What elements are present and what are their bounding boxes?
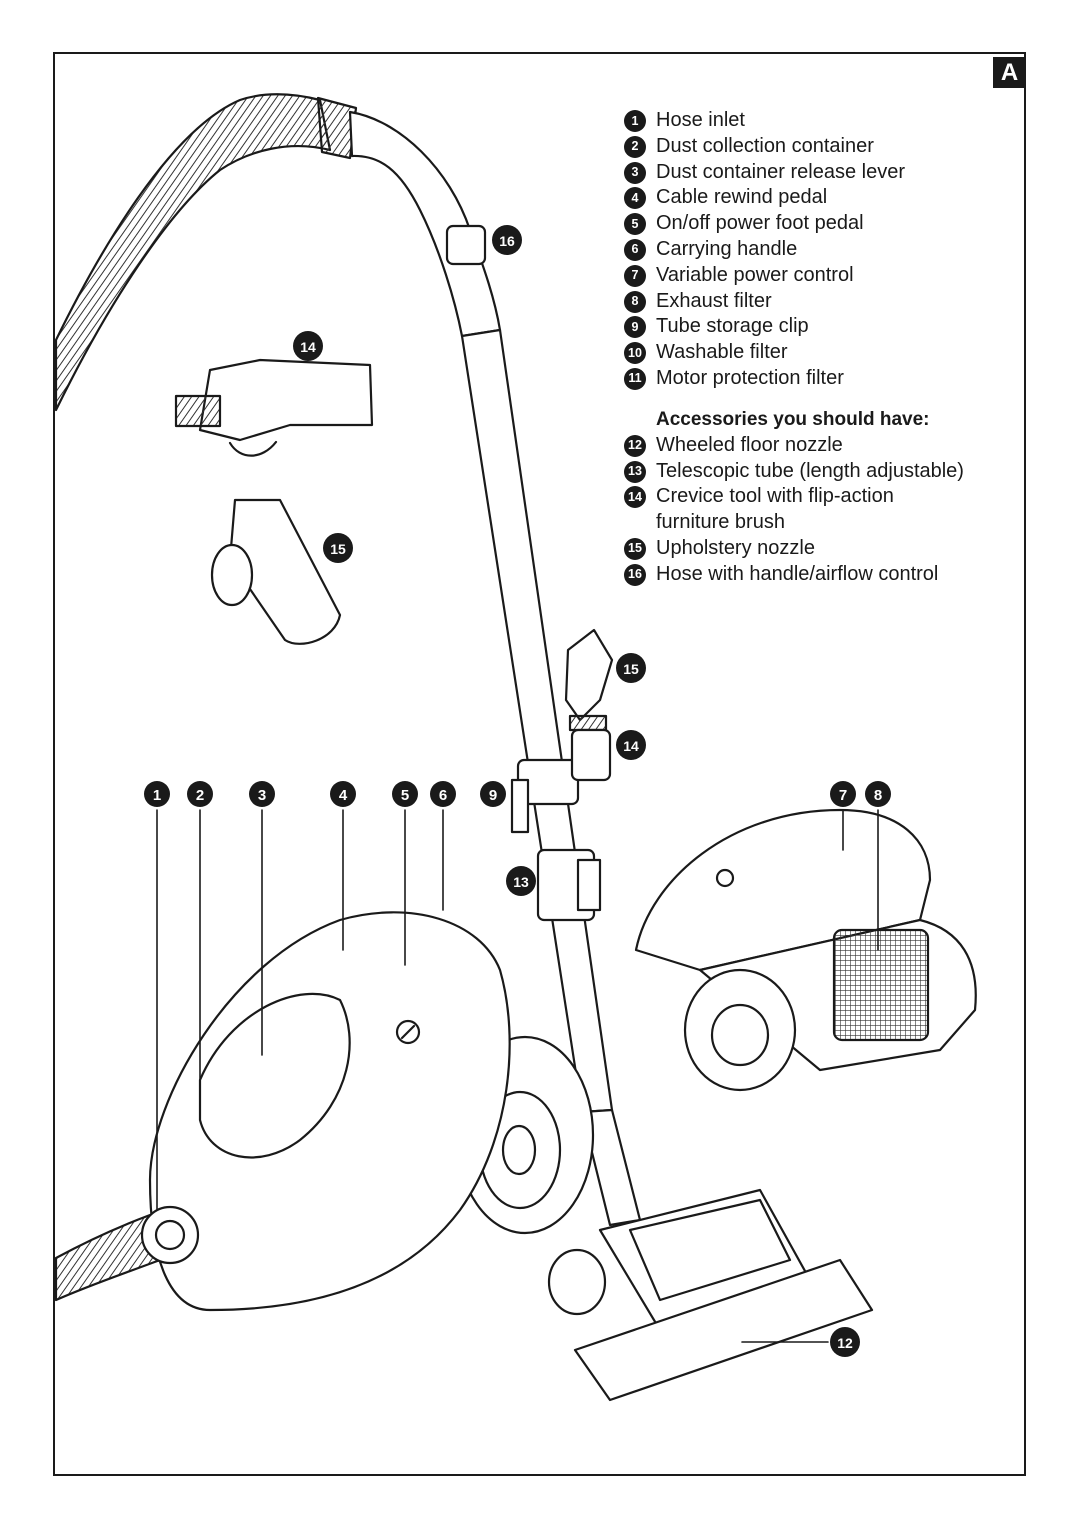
number-badge: 5: [624, 213, 646, 236]
number-badge: 2: [624, 135, 646, 158]
callout-markers: 1 2 3 4 5 6 9 7 8 16 14 15 15 14 13 12: [144, 225, 891, 1357]
callout-8: 8: [874, 787, 882, 804]
legend-label: Wheeled floor nozzle: [656, 433, 843, 456]
number-badge: 3: [624, 161, 646, 184]
section-letter-badge: A: [993, 57, 1026, 88]
number-badge: 6: [624, 238, 646, 261]
callout-6: 6: [439, 787, 447, 804]
legend-label: Tube storage clip: [656, 315, 809, 338]
callout-9: 9: [489, 787, 497, 804]
callout-13: 13: [513, 874, 529, 890]
callout-1: 1: [153, 787, 161, 804]
upholstery-nozzle-loose: [210, 498, 342, 645]
accessories-heading: Accessories you should have:: [656, 408, 930, 430]
callout-16: 16: [499, 233, 515, 249]
legend-item: 5 On/off power foot pedal: [624, 211, 1024, 237]
legend-label: Upholstery nozzle: [656, 536, 815, 559]
number-badge: 12: [624, 434, 646, 457]
crevice-tool-loose: [174, 358, 374, 457]
number-badge: 16: [624, 563, 646, 586]
number-badge: 7: [624, 264, 646, 287]
leader-lines: [156, 809, 879, 1343]
legend-item: 13 Telescopic tube (length adjustable): [624, 459, 1024, 485]
hose: [54, 93, 358, 1302]
callout-7: 7: [839, 787, 847, 804]
legend-label: Hose inlet: [656, 109, 745, 131]
legend-item: 12 Wheeled floor nozzle: [624, 433, 1024, 459]
number-badge: 4: [624, 187, 646, 210]
legend-item: 10 Washable filter: [624, 340, 1024, 366]
legend-label: On/off power foot pedal: [656, 212, 864, 235]
callout-15-clip: 15: [623, 661, 639, 677]
legend-item: 6 Carrying handle: [624, 237, 1024, 263]
legend-label: Motor protection filter: [656, 366, 844, 389]
legend-label: Washable filter: [656, 341, 788, 364]
page-frame: [53, 52, 1026, 1476]
legend-label: Variable power control: [656, 263, 854, 286]
legend-item: 8 Exhaust filter: [624, 289, 1024, 315]
number-badge: 1: [624, 110, 646, 132]
number-badge: 14: [624, 486, 646, 509]
legend-item: 14 Crevice tool with flip-action: [624, 484, 1024, 510]
legend-label: Dust container release lever: [656, 160, 906, 183]
legend-item: 15 Upholstery nozzle: [624, 536, 1024, 562]
legend-item: 16 Hose with handle/airflow control: [624, 562, 1024, 588]
legend-label: Telescopic tube (length adjustable): [656, 459, 964, 482]
number-badge: 8: [624, 290, 646, 313]
callout-5: 5: [401, 787, 409, 804]
main-vacuum-body: [140, 911, 595, 1312]
legend-label: Hose with handle/airflow control: [656, 562, 939, 585]
floor-nozzle: [547, 1188, 874, 1402]
legend-item: 3 Dust container release lever: [624, 160, 1024, 186]
number-badge: 9: [624, 316, 646, 339]
legend-label: Dust collection container: [656, 134, 874, 157]
legend-label-continuation: furniture brush: [656, 511, 785, 534]
legend-item: 11 Motor protection filter: [624, 366, 1024, 392]
legend-label: Cable rewind pedal: [656, 186, 828, 209]
number-badge: 10: [624, 342, 646, 365]
clipped-accessories: [564, 628, 614, 782]
rear-view-vacuum: [634, 808, 977, 1092]
legend-label: Crevice tool with flip-action: [656, 485, 894, 508]
callout-12: 12: [837, 1335, 853, 1351]
callout-14-tool: 14: [300, 339, 316, 355]
handle-and-tube: [348, 110, 642, 1227]
callout-15-tool: 15: [330, 541, 346, 557]
legend-item: 4 Cable rewind pedal: [624, 185, 1024, 211]
callout-14-clip: 14: [623, 738, 639, 754]
legend-item: 2 Dust collection container: [624, 134, 1024, 160]
number-badge: 15: [624, 537, 646, 560]
legend-label: Carrying handle: [656, 237, 798, 260]
callout-4: 4: [339, 787, 348, 804]
number-badge: 11: [624, 367, 646, 390]
number-badge: 13: [624, 460, 646, 483]
legend-item: 1 Hose inlet: [624, 108, 1024, 134]
parts-legend: 1 Hose inlet 2 Dust collection container 3…: [624, 108, 1024, 588]
callout-3: 3: [258, 787, 266, 804]
callout-2: 2: [196, 787, 204, 804]
legend-item: 9 Tube storage clip: [624, 314, 1024, 340]
legend-item: 7 Variable power control: [624, 263, 1024, 289]
legend-label: Exhaust filter: [656, 289, 772, 312]
